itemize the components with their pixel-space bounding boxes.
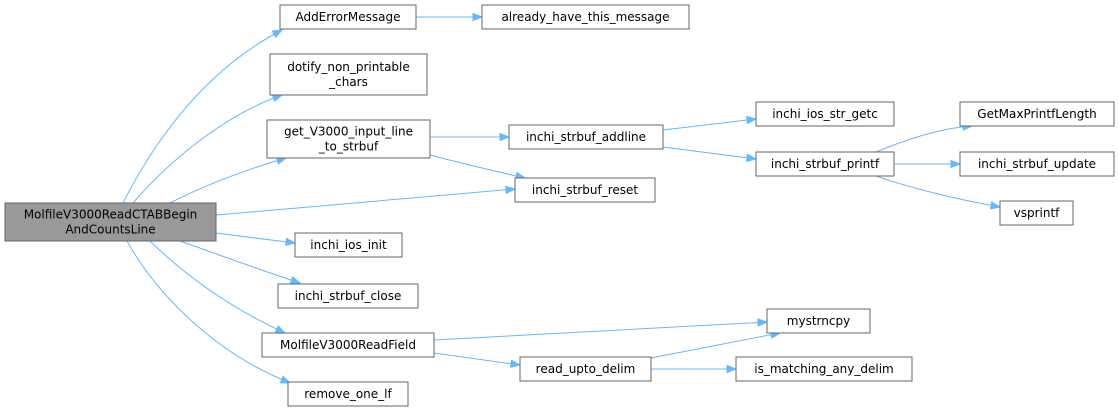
edge-strbuf-addline-to-strbuf-printf <box>662 146 758 162</box>
edge-strbuf-printf-to-vsprintf <box>875 175 1002 210</box>
node-label: get_V3000_input_line <box>284 125 413 139</box>
edge-root-to-get-v3000 <box>169 156 288 204</box>
node-box <box>481 4 690 30</box>
node-box <box>508 124 664 150</box>
edge-read-field-to-mystrncpy <box>433 318 769 341</box>
node-label: dotify_non_printable <box>287 60 410 74</box>
node-mystrncpy[interactable]: mystrncpy <box>766 308 871 334</box>
arrowhead <box>950 159 962 169</box>
node-box <box>294 232 403 258</box>
edge-read-field-to-read-upto-delim <box>433 352 522 368</box>
node-label: inchi_ios_init <box>310 238 387 252</box>
node-add-error-message[interactable]: AddErrorMessage <box>279 4 417 30</box>
node-label: inchi_strbuf_update <box>978 157 1096 171</box>
node-vsprintf[interactable]: vsprintf <box>999 200 1074 226</box>
arrowhead <box>279 375 292 384</box>
arrowhead <box>274 325 287 334</box>
node-strbuf-reset[interactable]: inchi_strbuf_reset <box>514 177 656 203</box>
edge-root-to-ios-init <box>215 232 297 246</box>
node-box <box>269 53 428 96</box>
edge-get-v3000-to-strbuf-reset <box>429 154 527 181</box>
arrowhead <box>510 359 522 368</box>
node-label: _chars <box>328 75 368 89</box>
node-label: inchi_strbuf_reset <box>532 183 639 197</box>
arrowhead <box>726 364 738 374</box>
node-ios-init[interactable]: inchi_ios_init <box>294 232 403 258</box>
node-box <box>287 381 409 407</box>
arrowhead <box>289 276 302 285</box>
node-box <box>279 4 417 30</box>
arrowhead <box>505 185 517 195</box>
edge-root-to-add-error-message <box>122 29 284 204</box>
node-label: AndCountsLine <box>65 223 155 237</box>
node-remove-one-lf[interactable]: remove_one_lf <box>287 381 409 407</box>
edges <box>122 12 1002 384</box>
node-box <box>755 151 895 177</box>
node-box <box>766 308 871 334</box>
node-box <box>514 177 656 203</box>
node-label: already_have_this_message <box>501 10 669 24</box>
node-box <box>4 202 217 242</box>
edge-read-upto-delim-to-is-matching <box>651 364 738 374</box>
arrowhead <box>285 237 297 246</box>
node-box <box>519 356 652 382</box>
node-label: inchi_strbuf_close <box>295 289 402 303</box>
node-strbuf-printf[interactable]: inchi_strbuf_printf <box>755 151 895 177</box>
edge-root-to-dotify <box>132 94 284 204</box>
arrowhead <box>989 201 1002 210</box>
node-label: GetMaxPrintfLength <box>977 107 1096 121</box>
node-ios-str-getc[interactable]: inchi_ios_str_getc <box>755 101 895 127</box>
node-strbuf-addline[interactable]: inchi_strbuf_addline <box>508 124 664 150</box>
node-label: mystrncpy <box>787 314 850 328</box>
node-strbuf-update[interactable]: inchi_strbuf_update <box>959 151 1115 177</box>
node-label: vsprintf <box>1014 206 1061 220</box>
edge-add-error-message-to-already-have <box>416 12 484 22</box>
node-box <box>755 101 895 127</box>
edge-root-to-strbuf-reset <box>215 185 517 216</box>
node-label: MolfileV3000ReadField <box>280 338 416 352</box>
node-label: AddErrorMessage <box>295 10 400 24</box>
node-box <box>959 151 1115 177</box>
node-get-v3000[interactable]: get_V3000_input_line_to_strbuf <box>266 119 431 159</box>
node-label: MolfileV3000ReadCTABBegin <box>24 208 198 222</box>
node-read-field[interactable]: MolfileV3000ReadField <box>261 332 435 358</box>
arrowhead <box>271 94 284 103</box>
node-box <box>959 101 1115 127</box>
arrowhead <box>746 153 758 162</box>
node-is-matching[interactable]: is_matching_any_delim <box>735 356 913 382</box>
edge-strbuf-addline-to-ios-str-getc <box>662 115 758 131</box>
edge-read-upto-delim-to-mystrncpy <box>650 330 782 359</box>
edge-root-to-remove-one-lf <box>126 240 292 384</box>
node-label: is_matching_any_delim <box>754 362 894 376</box>
node-get-max-printf[interactable]: GetMaxPrintfLength <box>959 101 1115 127</box>
edge-strbuf-printf-to-strbuf-update <box>894 159 962 169</box>
node-box <box>266 119 431 159</box>
node-strbuf-close[interactable]: inchi_strbuf_close <box>277 283 419 309</box>
arrowhead <box>757 318 769 327</box>
node-box <box>277 283 419 309</box>
node-label: inchi_strbuf_printf <box>771 157 880 171</box>
node-label: _to_strbuf <box>318 140 379 154</box>
node-label: read_upto_delim <box>536 362 636 376</box>
node-box <box>999 200 1074 226</box>
edge-root-to-strbuf-close <box>179 240 302 285</box>
arrowhead <box>746 115 758 125</box>
node-label: inchi_ios_str_getc <box>772 107 878 121</box>
node-box <box>735 356 913 382</box>
node-label: inchi_strbuf_addline <box>526 130 646 144</box>
node-read-upto-delim[interactable]: read_upto_delim <box>519 356 652 382</box>
node-box <box>261 332 435 358</box>
node-already-have[interactable]: already_have_this_message <box>481 4 690 30</box>
edge-strbuf-printf-to-get-max-printf <box>875 122 974 153</box>
node-label: remove_one_lf <box>304 387 392 401</box>
arrowhead <box>499 132 511 142</box>
arrowhead <box>271 29 284 39</box>
arrowhead <box>472 12 484 22</box>
node-dotify[interactable]: dotify_non_printable_chars <box>269 53 428 96</box>
edge-get-v3000-to-strbuf-addline <box>430 132 511 142</box>
